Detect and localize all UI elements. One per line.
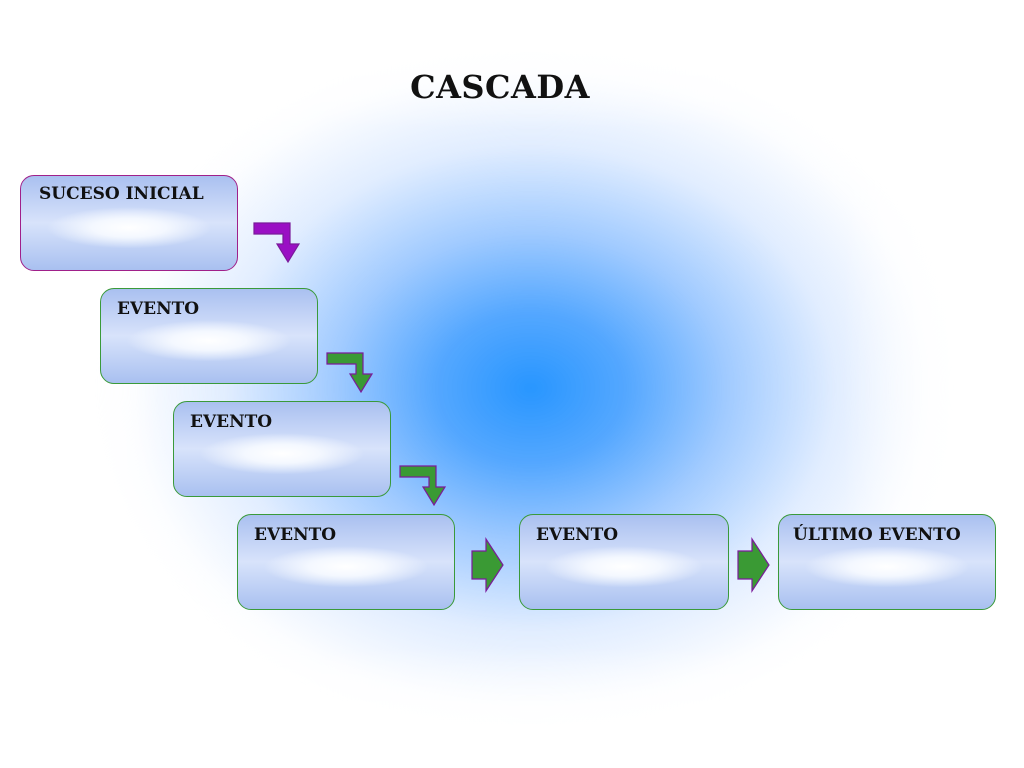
box-event-4: EVENTO <box>519 514 729 610</box>
box-label: EVENTO <box>117 299 200 319</box>
arrow-shape <box>399 465 447 507</box>
box-event-3: EVENTO <box>237 514 455 610</box>
right-arrow-icon <box>471 536 504 594</box>
arrow-shape <box>737 536 770 594</box>
box-initial-event: SUCESO INICIAL <box>20 175 238 271</box>
box-label: EVENTO <box>190 412 273 432</box>
bent-arrow-icon <box>399 465 447 507</box>
box-label: SUCESO INICIAL <box>39 184 204 204</box>
box-label: EVENTO <box>536 525 619 545</box>
box-event-2: EVENTO <box>173 401 391 497</box>
right-arrow-icon <box>737 536 770 594</box>
bent-arrow-icon <box>253 222 301 264</box>
box-label: ÚLTIMO EVENTO <box>793 525 961 545</box>
arrow-shape <box>326 352 374 394</box>
diagram-title: CASCADA <box>410 68 590 106</box>
background-fade <box>30 28 975 748</box>
arrow-shape <box>253 222 301 264</box>
box-last-event: ÚLTIMO EVENTO <box>778 514 996 610</box>
box-event-1: EVENTO <box>100 288 318 384</box>
arrow-shape <box>471 536 504 594</box>
box-label: EVENTO <box>254 525 337 545</box>
bent-arrow-icon <box>326 352 374 394</box>
